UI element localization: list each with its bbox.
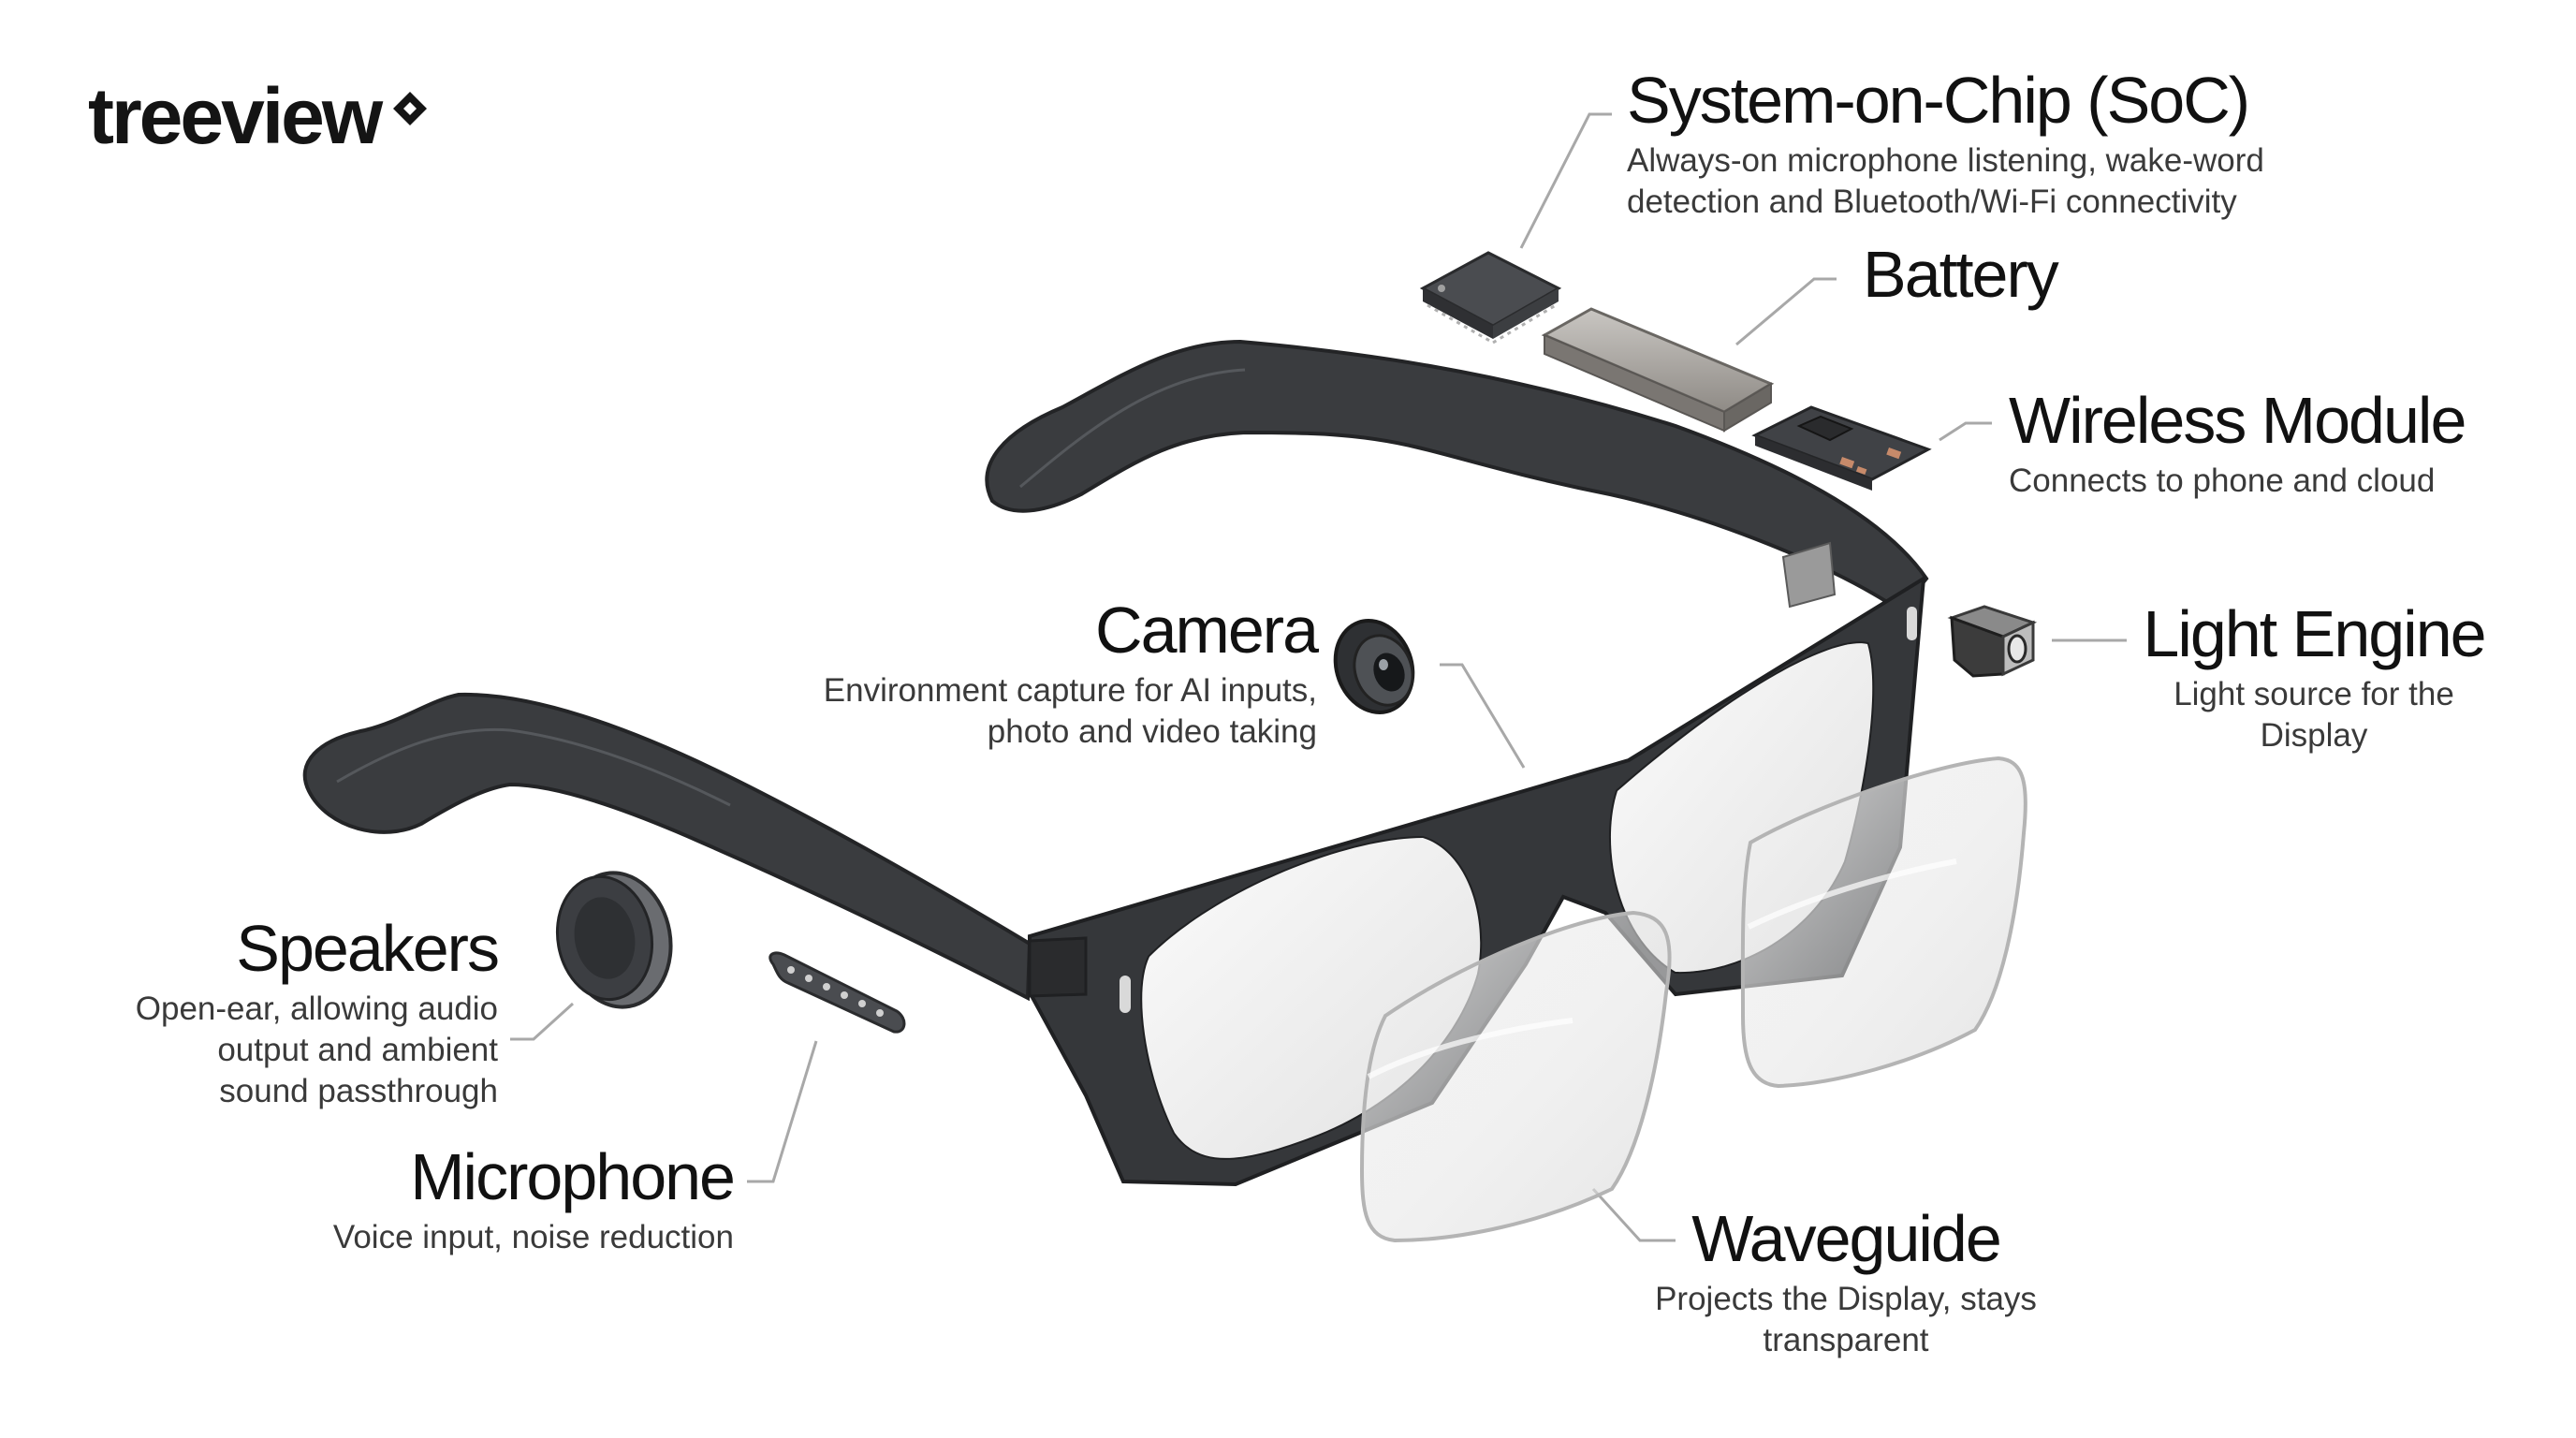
- battery-leader-line: [1735, 277, 1837, 346]
- microphone-label: Microphone Voice input, noise reduction: [332, 1140, 736, 1258]
- soc-description: Always-on microphone listening, wake-wor…: [1627, 142, 2264, 220]
- waveguide-label: Waveguide Projects the Display, stays tr…: [1612, 1206, 2080, 1361]
- microphone-leader-line: [747, 1040, 818, 1183]
- battery-label: Battery: [1863, 238, 2059, 311]
- left-hinge-pin: [1120, 976, 1131, 1013]
- waveguide-description: Projects the Display, stays transparent: [1655, 1281, 2037, 1358]
- speakers-label: Speakers Open-ear, allowing audio output…: [135, 912, 500, 1112]
- camera-label: Camera Environment capture for AI inputs…: [823, 594, 1319, 753]
- waveguide-title: Waveguide: [1691, 1202, 2002, 1275]
- soc-title: System-on-Chip (SoC): [1627, 64, 2250, 137]
- microphone-title: Microphone: [410, 1140, 736, 1213]
- camera-description: Environment capture for AI inputs, photo…: [823, 672, 1317, 750]
- speaker-driver: [555, 871, 673, 1009]
- camera-leader-line: [1440, 663, 1526, 769]
- wireless-module-board: [1751, 405, 1932, 491]
- microphone-array: [768, 951, 906, 1034]
- light-engine-description: Light source for the Display: [2174, 676, 2454, 754]
- brand-logo: treeview: [88, 71, 429, 162]
- brand-name: treeview: [88, 72, 383, 160]
- right-waveguide: [1740, 756, 2027, 1089]
- speakers-description: Open-ear, allowing audio output and ambi…: [135, 990, 498, 1109]
- leader-lines: [510, 112, 2127, 1242]
- speakers-leader-line: [510, 1002, 575, 1041]
- light-engine-title: Light Engine: [2143, 597, 2486, 670]
- camera-module: [1333, 619, 1415, 714]
- waveguide-leader-line: [1591, 1187, 1676, 1242]
- light-engine-module: [1947, 605, 2038, 678]
- camera-title: Camera: [1095, 594, 1319, 667]
- diamond-logo-icon: [393, 92, 428, 125]
- battery-title: Battery: [1863, 238, 2059, 311]
- right-temple-arm: [985, 339, 1929, 613]
- microphone-description: Voice input, noise reduction: [332, 1219, 734, 1255]
- wireless-module-description: Connects to phone and cloud: [2009, 462, 2436, 499]
- soc-leader-line: [1519, 112, 1612, 249]
- right-hinge-pin: [1907, 607, 1917, 640]
- wireless-leader-line: [1939, 421, 1992, 442]
- speakers-title: Speakers: [236, 912, 500, 985]
- soc-label: System-on-Chip (SoC) Always-on microphon…: [1627, 67, 2264, 223]
- soc-chip: [1419, 251, 1562, 345]
- wireless-module-title: Wireless Module: [2009, 384, 2466, 457]
- battery-cell: [1541, 307, 1775, 433]
- wireless-module-label: Wireless Module Connects to phone and cl…: [2009, 384, 2466, 502]
- left-waveguide: [1359, 910, 1672, 1243]
- light-engine-label: Light Engine Light source for the Displa…: [2117, 601, 2510, 756]
